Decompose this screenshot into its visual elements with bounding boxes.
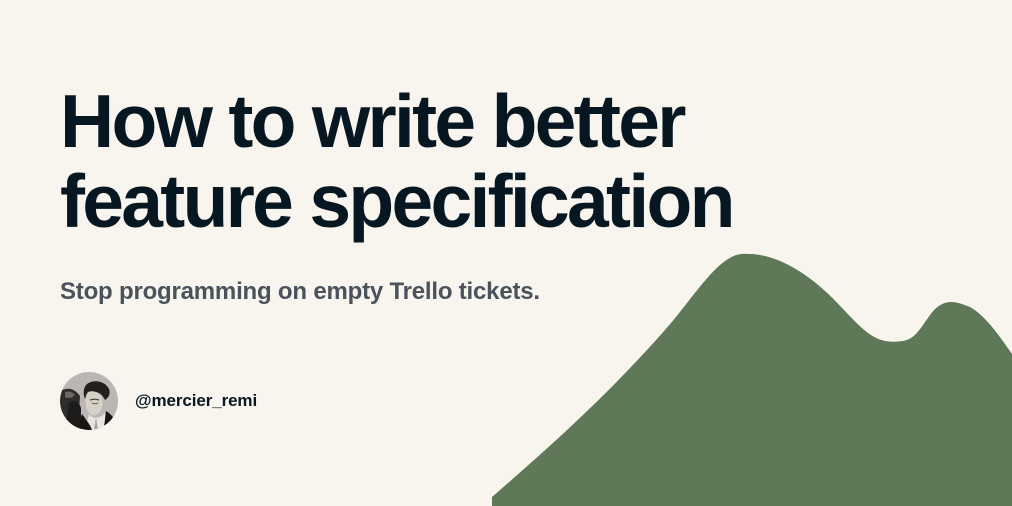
author-profile[interactable]: @mercier_remi (60, 372, 257, 430)
avatar[interactable] (60, 372, 118, 430)
title-line-2: feature specification (60, 158, 735, 243)
subtitle: Stop programming on empty Trello tickets… (60, 278, 540, 305)
title-line-1: How to write better (60, 79, 686, 163)
page-title: How to write better feature specificatio… (60, 79, 940, 243)
mountain-shape (492, 253, 1012, 506)
author-handle[interactable]: @mercier_remi (135, 391, 258, 410)
